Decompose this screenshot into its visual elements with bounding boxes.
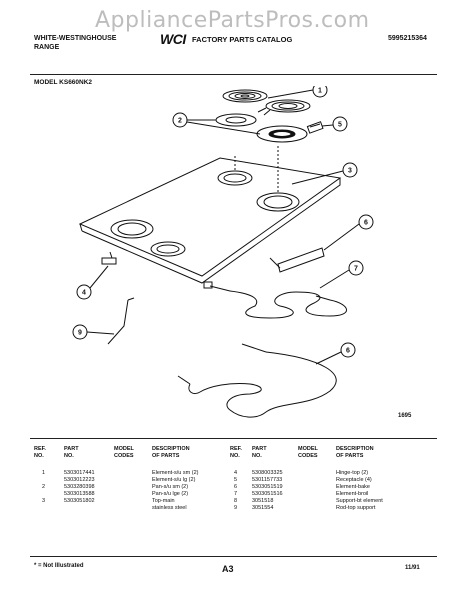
table-divider (30, 438, 437, 439)
callout-6a (323, 214, 374, 251)
catalog-title: FACTORY PARTS CATALOG (192, 35, 293, 44)
callout-9 (72, 324, 115, 340)
callout-1 (267, 86, 328, 99)
callout-label-3: 3 (348, 168, 352, 175)
support-bracket (269, 247, 325, 273)
callout-label-8: 6 (346, 348, 350, 355)
col-description: DESCRIPTION OF PARTS (152, 446, 190, 459)
callout-label-6: 6 (364, 220, 368, 227)
page-number: A3 (222, 564, 234, 574)
callout-label-7: 7 (354, 266, 358, 273)
drip-pan-small (215, 113, 257, 127)
col-model-codes: MODEL CODES (298, 446, 318, 459)
col-ref-no: REF. NO. (230, 446, 242, 459)
main-top (78, 146, 342, 284)
header-divider (30, 74, 437, 75)
col-description: DESCRIPTION OF PARTS (336, 446, 374, 459)
callout-label-1: 1 (318, 88, 322, 95)
callout-2 (172, 112, 261, 135)
broil-element (203, 281, 347, 319)
callout-7 (319, 260, 364, 289)
catalog-number: 5995215364 (388, 35, 427, 42)
callout-label-9: 9 (78, 330, 82, 337)
callout-label-2: 2 (178, 118, 182, 125)
catalog-date: 11/91 (405, 565, 420, 571)
model-label: MODEL KS660NK2 (34, 79, 93, 86)
receptacle (306, 121, 324, 134)
callout-3 (291, 162, 358, 185)
col-part-no: PART NO. (252, 446, 267, 459)
callout-8 (315, 342, 356, 365)
bake-element (177, 343, 337, 418)
wci-logo: WCI (160, 31, 186, 47)
product-type: RANGE (34, 44, 60, 51)
brand-block: WHITE-WESTINGHOUSE RANGE (34, 34, 116, 52)
footer-divider (30, 556, 437, 557)
not-illustrated-note: * = Not Illustrated (34, 563, 84, 569)
callout-4 (76, 265, 109, 300)
hinge-top (101, 251, 117, 265)
rod-top-support (107, 297, 135, 345)
callout-label-4: 4 (82, 290, 86, 297)
surface-element-large (257, 99, 311, 116)
exploded-parts-diagram: 1 2 5 3 6 4 7 9 6 (72, 86, 374, 418)
callout-label-5: 5 (338, 122, 342, 129)
drawing-id: 1695 (398, 413, 412, 419)
col-model-codes: MODEL CODES (114, 446, 134, 459)
drip-pan-large (256, 125, 308, 143)
brand-name: WHITE-WESTINGHOUSE (34, 35, 117, 42)
surface-element-small (222, 89, 268, 103)
col-ref-no: REF. NO. (34, 446, 46, 459)
watermark-text: AppliancePartsPros.com (95, 8, 370, 33)
col-part-no: PART NO. (64, 446, 79, 459)
callout-5 (321, 116, 348, 132)
